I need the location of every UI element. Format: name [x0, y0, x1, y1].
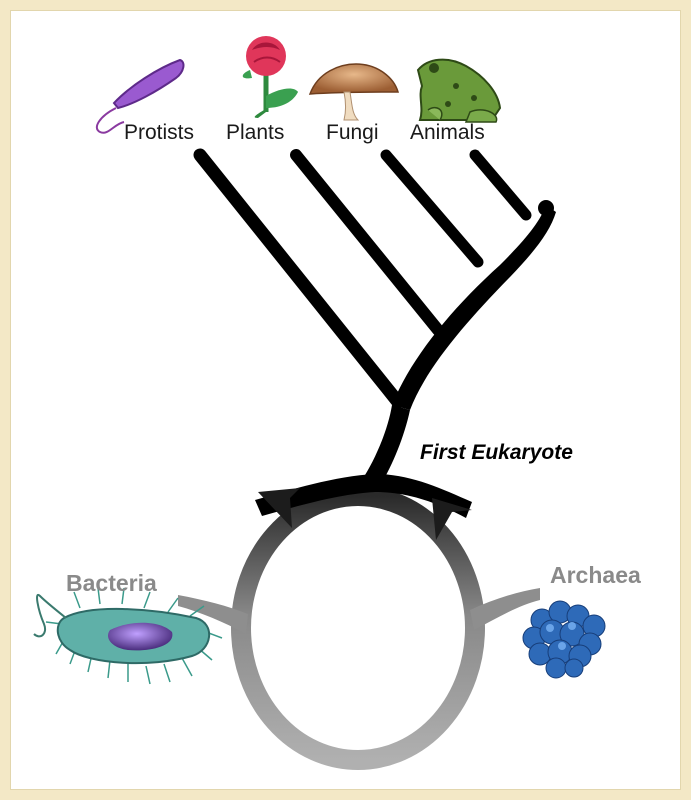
rose-icon — [243, 36, 298, 118]
mushroom-icon — [310, 64, 398, 120]
label-protists: Protists — [124, 121, 194, 144]
label-animals: Animals — [410, 121, 485, 144]
label-fungi: Fungi — [326, 121, 379, 144]
origin-ring — [241, 496, 475, 760]
label-archaea: Archaea — [550, 562, 641, 588]
archaea-cluster-icon — [523, 601, 605, 678]
label-first-eukaryote: First Eukaryote — [420, 441, 573, 464]
frog-icon — [418, 60, 500, 122]
label-plants: Plants — [226, 121, 284, 144]
label-bacteria: Bacteria — [66, 570, 157, 596]
